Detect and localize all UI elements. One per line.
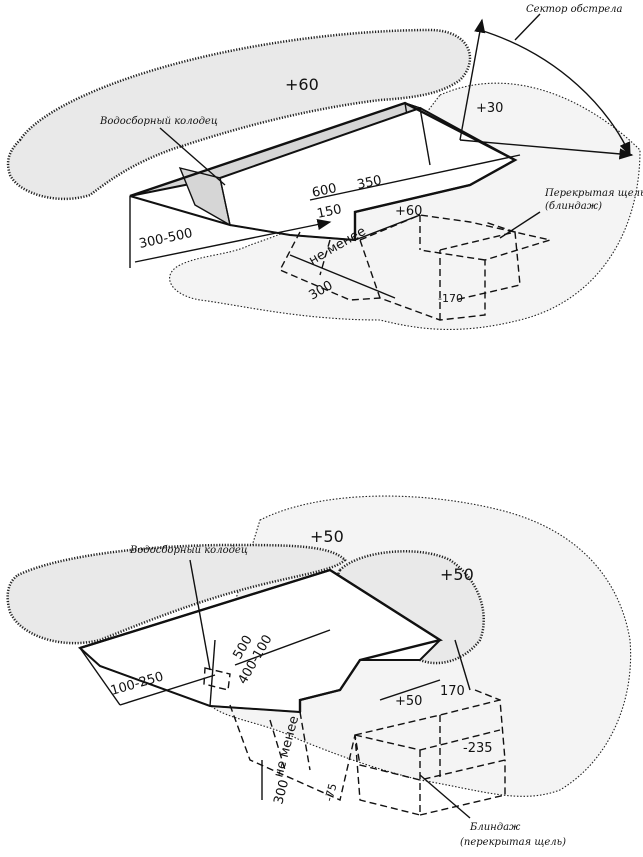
bottom-parapet-left bbox=[6, 543, 347, 645]
bottom-trench-inner-line bbox=[209, 639, 216, 707]
top-figure: Сектор обстрела Водосборный колодец Пере… bbox=[6, 4, 643, 330]
bottom-dugout-box-2 bbox=[419, 689, 506, 816]
bottom-depth-b-value: -75 bbox=[322, 782, 339, 803]
bottom-dugout-leader bbox=[419, 774, 471, 819]
top-sector-ray-1 bbox=[459, 18, 486, 141]
top-slit-label-1: Перекрытая щель bbox=[544, 188, 643, 199]
top-trench-bottom-edge bbox=[229, 214, 421, 241]
top-covered-slit bbox=[359, 214, 553, 321]
top-length-value: 600 bbox=[311, 181, 338, 201]
bottom-well-leader bbox=[189, 559, 211, 671]
top-width-dim bbox=[134, 219, 332, 263]
top-covered-slit-box bbox=[439, 221, 521, 301]
bottom-dugout-label-2: (перекрытая щель) bbox=[460, 837, 566, 848]
bottom-step-w-value: 170 bbox=[440, 684, 465, 699]
top-parapet-elev: +60 bbox=[285, 75, 319, 94]
bottom-parapet-elev: +50 bbox=[310, 527, 344, 546]
bottom-right-leader bbox=[454, 639, 471, 691]
bottom-well-label: Водосборный колодец bbox=[129, 545, 248, 556]
top-length-dim bbox=[309, 154, 521, 201]
bottom-approach-trench bbox=[229, 704, 356, 801]
top-trench-rim bbox=[129, 101, 518, 240]
top-well-leader bbox=[159, 127, 226, 186]
top-sector-arc bbox=[479, 29, 631, 157]
top-slit-leader bbox=[499, 211, 541, 239]
bottom-min-value: 300 bbox=[271, 778, 292, 806]
top-bay-value: 350 bbox=[356, 173, 383, 193]
top-min-dim bbox=[289, 254, 396, 299]
top-sector-label: Сектор обстрела bbox=[526, 4, 623, 15]
top-right-elev: +30 bbox=[476, 101, 503, 116]
bottom-step-top-value: +50 bbox=[395, 694, 422, 709]
top-step-top-value: +60 bbox=[395, 204, 422, 219]
bottom-dugout-label-1: Блиндаж bbox=[469, 822, 521, 833]
bottom-depth-a-value: -235 bbox=[463, 741, 493, 756]
bottom-step-dim bbox=[379, 679, 441, 701]
top-parapet bbox=[6, 28, 472, 201]
top-sector-leader bbox=[514, 13, 541, 41]
bottom-right-elev: +50 bbox=[440, 565, 474, 584]
bottom-width-tick bbox=[79, 647, 121, 706]
top-depth-value: -170 bbox=[438, 292, 463, 305]
top-width-value: 300-500 bbox=[138, 226, 194, 252]
top-sector-ray-2 bbox=[459, 139, 634, 160]
top-approach-trench bbox=[279, 231, 381, 301]
bottom-trench-rim bbox=[79, 568, 444, 712]
bottom-width-dim bbox=[119, 674, 216, 706]
bottom-figure: Водосборный колодец Блиндаж (перекрытая … bbox=[6, 495, 632, 848]
top-well-label: Водосборный колодец bbox=[99, 116, 218, 127]
bottom-length-dim bbox=[234, 629, 331, 666]
bottom-parapet-right bbox=[335, 550, 485, 665]
top-slit-label-2: (блиндаж) bbox=[545, 201, 602, 212]
top-trench-inner-line bbox=[219, 177, 231, 226]
top-step-value: 150 bbox=[316, 202, 343, 222]
top-trench-inner-line-2 bbox=[419, 107, 431, 166]
